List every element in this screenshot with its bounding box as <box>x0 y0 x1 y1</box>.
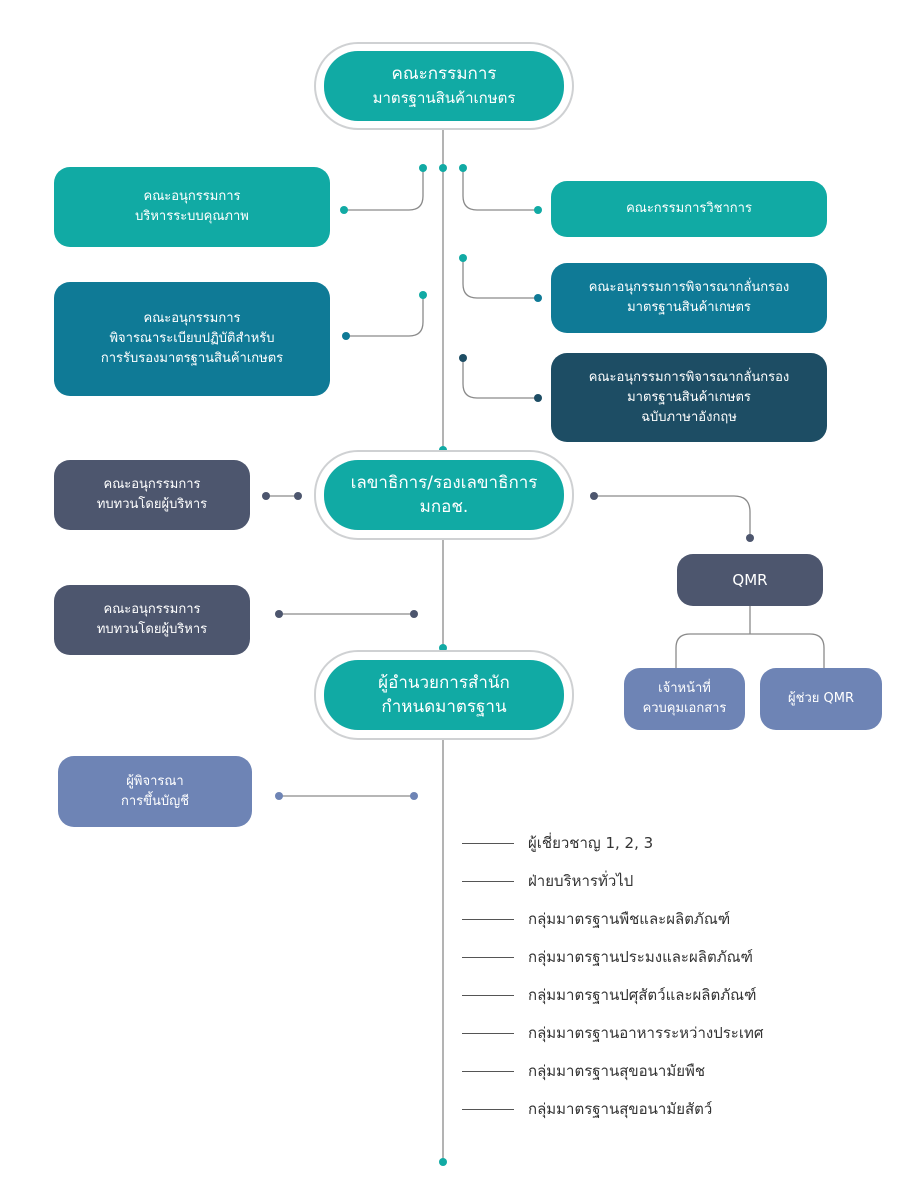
box-line: บริหารระบบคุณภาพ <box>135 209 249 224</box>
listing-reviewer: ผู้พิจารณา การขึ้นบัญชี <box>58 756 252 827</box>
group-label: ฝ่ายบริหารทั่วไป <box>528 872 634 890</box>
top-committee-line2: มาตรฐานสินค้าเกษตร <box>372 89 516 107</box>
box-line: พิจารณาระเบียบปฏิบัติสำหรับ <box>109 331 275 346</box>
box-line: มาตรฐานสินค้าเกษตร <box>627 300 751 315</box>
connector-dot <box>459 354 467 362</box>
dash-line <box>462 1108 514 1110</box>
group-item: กลุ่มมาตรฐานประมงและผลิตภัณฑ์ <box>462 945 822 969</box>
english-standards-screening-subcommittee: คณะอนุกรรมการพิจารณากลั่นกรอง มาตรฐานสิน… <box>551 353 827 442</box>
certification-rules-subcommittee: คณะอนุกรรมการ พิจารณาระเบียบปฏิบัติสำหรั… <box>54 282 330 396</box>
connector-dot <box>342 332 350 340</box>
branch-line <box>346 295 424 337</box>
dash-line <box>462 1032 514 1034</box>
group-item: กลุ่มมาตรฐานสุขอนามัยสัตว์ <box>462 1097 822 1121</box>
connector-dot <box>410 610 418 618</box>
box-line: คณะอนุกรรมการ <box>143 189 241 204</box>
box-line: ควบคุมเอกสาร <box>642 701 727 716</box>
group-item: กลุ่มมาตรฐานพืชและผลิตภัณฑ์ <box>462 907 822 931</box>
branch-line <box>462 358 538 399</box>
box-line: ผู้ช่วย QMR <box>788 691 854 706</box>
group-label: ผู้เชี่ยวชาญ 1, 2, 3 <box>528 834 654 852</box>
qmr-title: QMR <box>732 571 768 589</box>
connector-dot <box>534 206 542 214</box>
academic-committee: คณะกรรมการวิชาการ <box>551 181 827 237</box>
box-line: ผู้พิจารณา <box>126 773 184 789</box>
box-line: คณะอนุกรรมการพิจารณากลั่นกรอง <box>588 280 790 295</box>
box-line: การขึ้นบัญชี <box>120 793 190 809</box>
group-item: กลุ่มมาตรฐานอาหารระหว่างประเทศ <box>462 1021 822 1045</box>
box-line: คณะอนุกรรมการ <box>143 311 241 326</box>
group-label: กลุ่มมาตรฐานอาหารระหว่างประเทศ <box>528 1024 764 1042</box>
box-line: ทบทวนโดยผู้บริหาร <box>96 622 208 637</box>
group-item: ผู้เชี่ยวชาญ 1, 2, 3 <box>462 831 822 855</box>
director-line2: กำหนดมาตรฐาน <box>381 697 507 717</box>
secretary-line1: เลขาธิการ/รองเลขาธิการ <box>350 473 538 493</box>
connector-dot <box>459 164 467 172</box>
group-label: กลุ่มมาตรฐานปศุสัตว์และผลิตภัณฑ์ <box>528 986 757 1004</box>
secretary-node: เลขาธิการ/รองเลขาธิการ มกอช. <box>324 460 564 530</box>
group-label: กลุ่มมาตรฐานพืชและผลิตภัณฑ์ <box>528 910 731 928</box>
director-line1: ผู้อำนวยการสำนัก <box>378 673 510 693</box>
connector-dot <box>419 164 427 172</box>
box-line: คณะอนุกรรมการพิจารณากลั่นกรอง <box>588 369 790 385</box>
connector-dot <box>534 294 542 302</box>
branch-line <box>594 495 751 538</box>
box-line: ฉบับภาษาอังกฤษ <box>641 409 737 425</box>
connector-dot <box>419 291 427 299</box>
group-label: กลุ่มมาตรฐานประมงและผลิตภัณฑ์ <box>528 948 753 966</box>
standards-screening-subcommittee: คณะอนุกรรมการพิจารณากลั่นกรอง มาตรฐานสิน… <box>551 263 827 333</box>
group-label: กลุ่มมาตรฐานสุขอนามัยสัตว์ <box>528 1100 713 1118</box>
dash-line <box>462 918 514 920</box>
top-committee-node: คณะกรรมการ มาตรฐานสินค้าเกษตร <box>324 51 564 121</box>
dash-line <box>462 1070 514 1072</box>
connector-dot <box>459 254 467 262</box>
connector-dot <box>340 206 348 214</box>
connector-dot <box>590 492 598 500</box>
connector-dot <box>294 492 302 500</box>
connector-dot <box>439 164 447 172</box>
dash-line <box>462 956 514 958</box>
group-item: กลุ่มมาตรฐานปศุสัตว์และผลิตภัณฑ์ <box>462 983 822 1007</box>
qmr-node: QMR <box>677 554 823 606</box>
connector-dot <box>275 610 283 618</box>
branch-line <box>462 168 538 211</box>
branch-line <box>675 633 825 668</box>
secretary-line2: มกอช. <box>419 497 469 517</box>
box-line: คณะอนุกรรมการ <box>103 477 201 492</box>
dash-line <box>462 994 514 996</box>
box-line: มาตรฐานสินค้าเกษตร <box>627 389 751 405</box>
connector-dot <box>262 492 270 500</box>
box-line: เจ้าหน้าที่ <box>658 681 711 696</box>
management-review-subcommittee: คณะอนุกรรมการ ทบทวนโดยผู้บริหาร <box>54 460 250 530</box>
box-line: คณะกรรมการวิชาการ <box>626 201 752 216</box>
box-line: การรับรองมาตรฐานสินค้าเกษตร <box>100 351 284 366</box>
top-committee-line1: คณะกรรมการ <box>391 64 497 84</box>
branch-line <box>462 258 538 299</box>
dash-line <box>462 880 514 882</box>
document-control-officer: เจ้าหน้าที่ ควบคุมเอกสาร <box>624 668 745 730</box>
branch-line <box>344 168 424 211</box>
box-line: ทบทวนโดยผู้บริหาร <box>96 497 208 512</box>
box-line: คณะอนุกรรมการ <box>103 602 201 617</box>
director-node: ผู้อำนวยการสำนัก กำหนดมาตรฐาน <box>324 660 564 730</box>
connector-dot <box>534 394 542 402</box>
connector-dot <box>275 792 283 800</box>
connector-dot <box>439 1158 447 1166</box>
group-label: กลุ่มมาตรฐานสุขอนามัยพืช <box>528 1062 706 1080</box>
group-item: ฝ่ายบริหารทั่วไป <box>462 869 822 893</box>
management-review-subcommittee: คณะอนุกรรมการ ทบทวนโดยผู้บริหาร <box>54 585 250 655</box>
connector-dot <box>746 534 754 542</box>
connector-dot <box>410 792 418 800</box>
dash-line <box>462 842 514 844</box>
quality-mgmt-subcommittee: คณะอนุกรรมการ บริหารระบบคุณภาพ <box>54 167 330 247</box>
qmr-assistant: ผู้ช่วย QMR <box>760 668 882 730</box>
group-item: กลุ่มมาตรฐานสุขอนามัยพืช <box>462 1059 822 1083</box>
